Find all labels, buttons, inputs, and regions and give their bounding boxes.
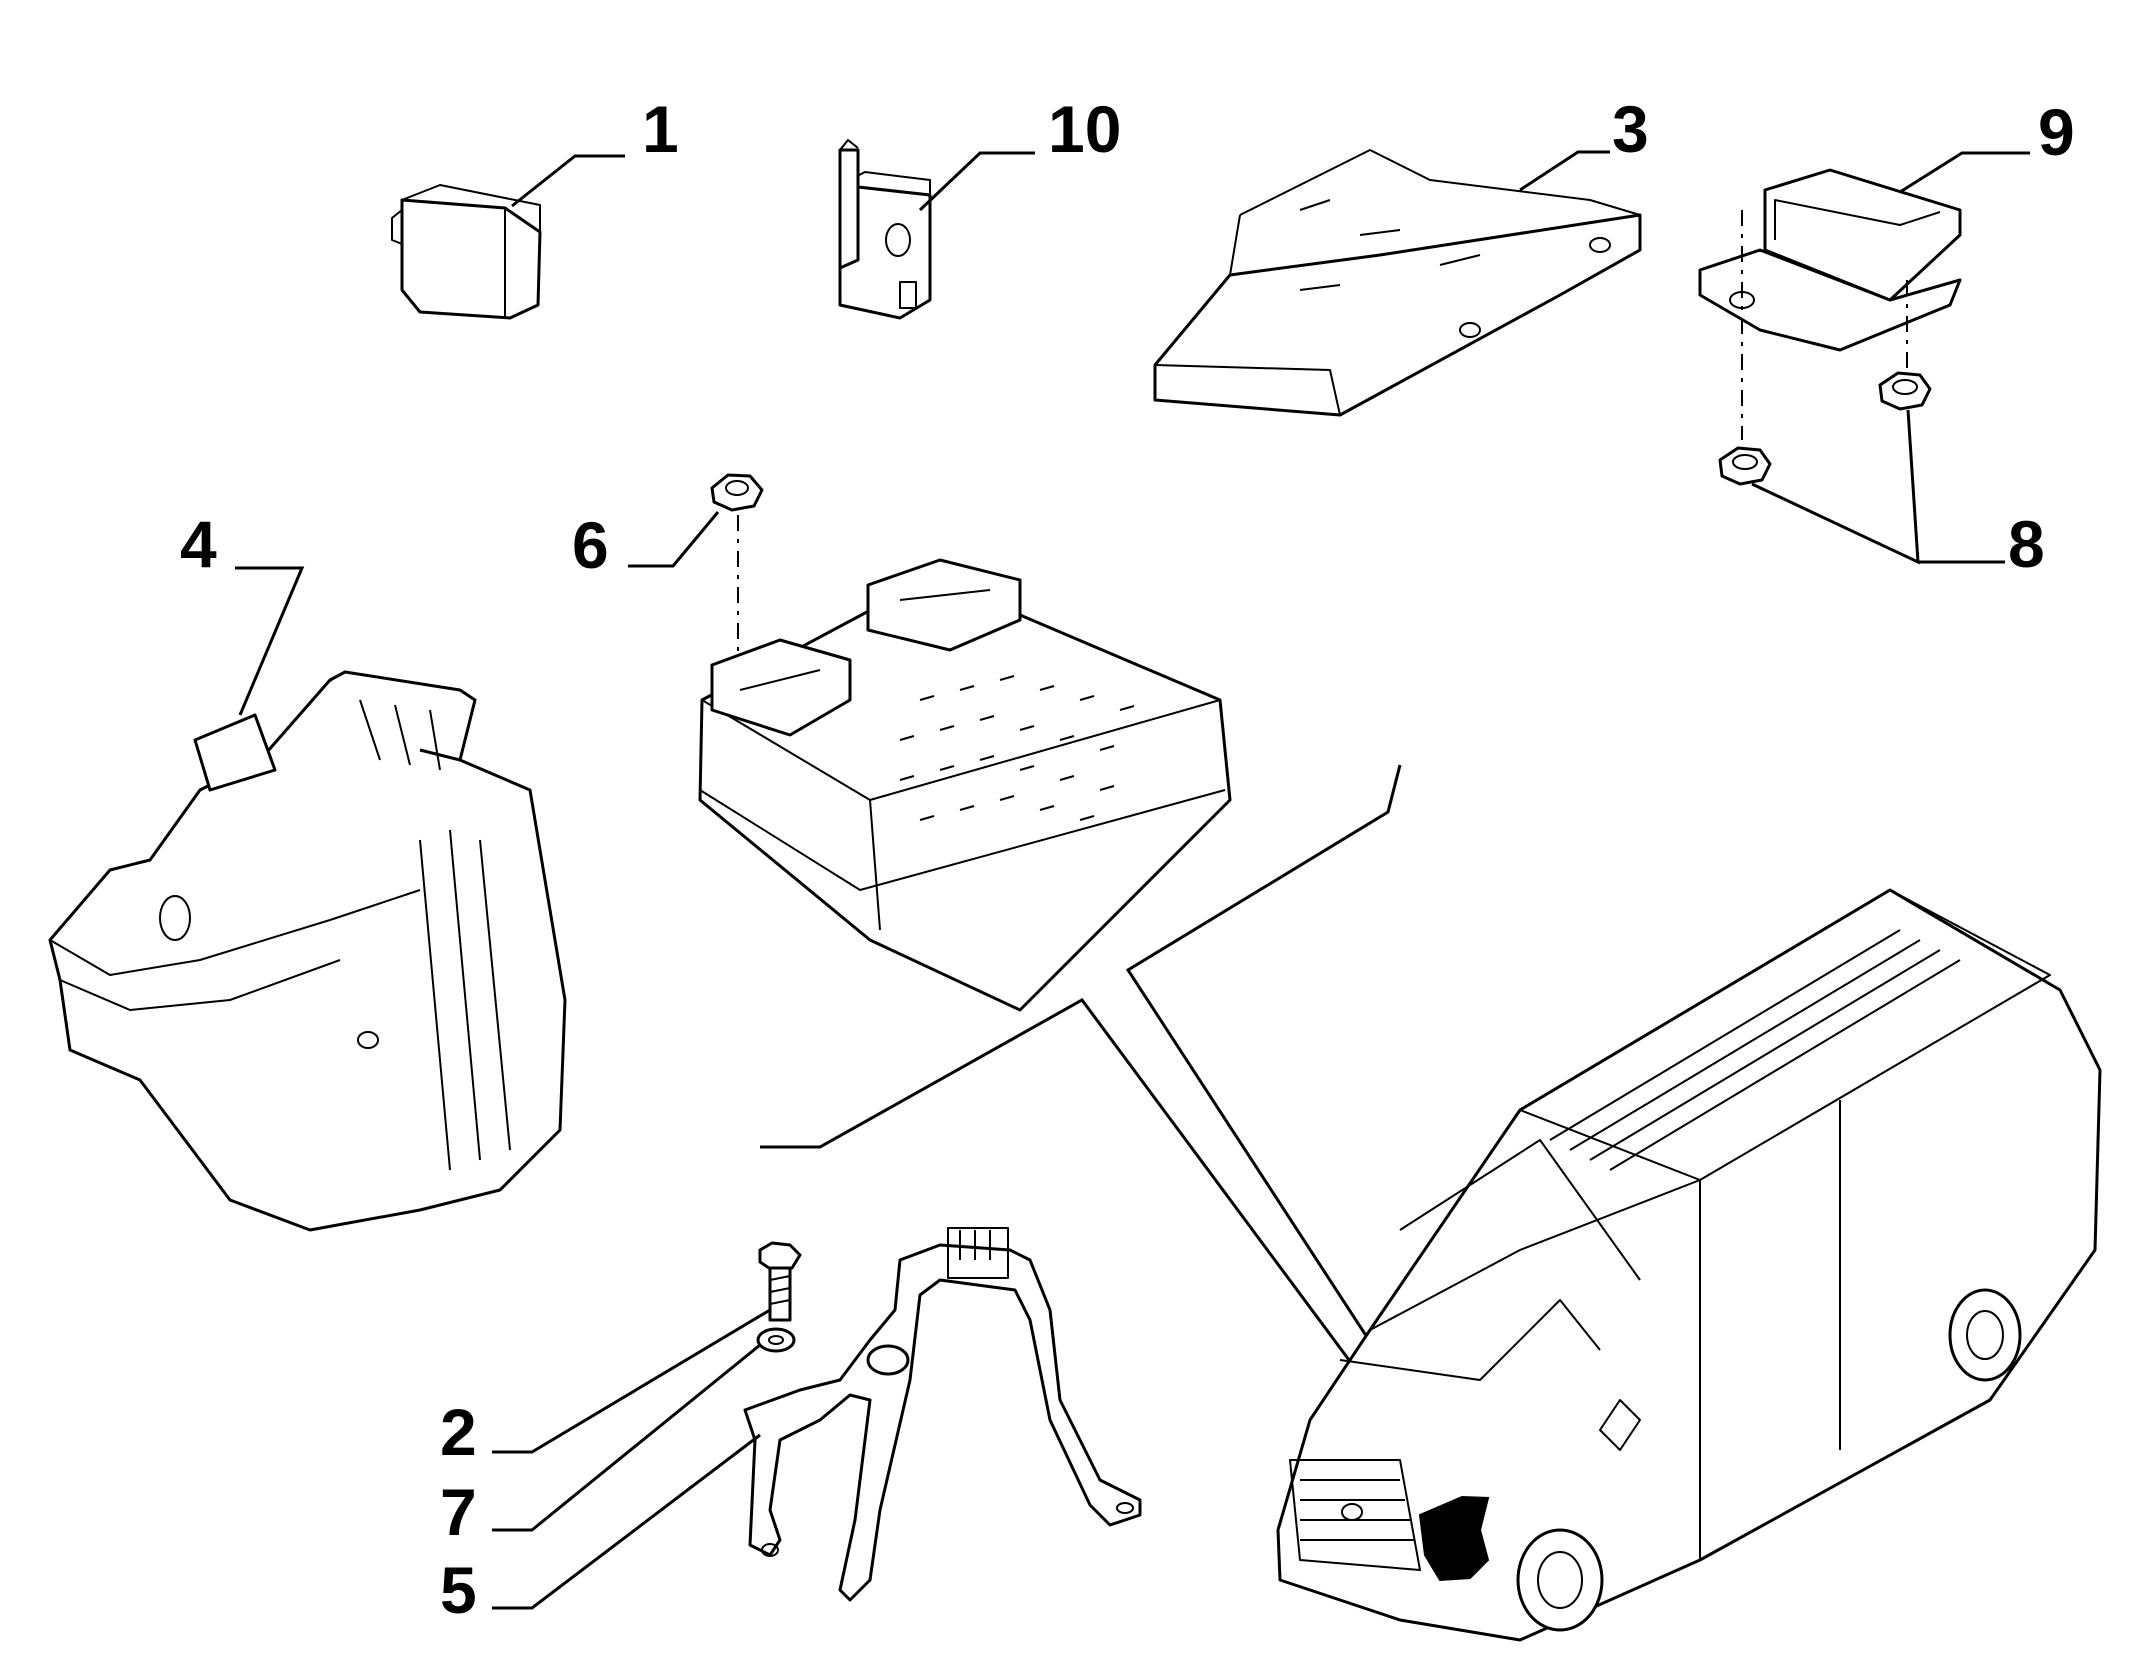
fuse-box xyxy=(698,558,1232,1012)
leader-line-10 xyxy=(918,151,1035,212)
leader-line-3 xyxy=(1519,150,1610,192)
callout-8: 8 xyxy=(2008,507,2045,581)
callout-6: 6 xyxy=(572,508,609,582)
callout-10: 10 xyxy=(1048,92,1121,166)
part-7-washer xyxy=(756,1327,796,1353)
callout-7: 7 xyxy=(440,1475,477,1549)
part-9-bracket xyxy=(1698,168,1962,352)
leader-line-8 xyxy=(1751,409,2005,565)
fuse-slots xyxy=(899,675,1135,821)
part-2-bolt xyxy=(758,1241,802,1322)
callout-4: 4 xyxy=(180,507,217,581)
callout-9: 9 xyxy=(2038,95,2075,169)
part-3-control-module xyxy=(1153,149,1642,417)
leader-line-7 xyxy=(492,1343,761,1532)
callout-1: 1 xyxy=(642,92,679,166)
location-line-b xyxy=(1125,764,1462,1481)
part-4-housing xyxy=(48,670,567,1232)
leader-line-2 xyxy=(492,1308,771,1454)
leader-line-5 xyxy=(492,1433,761,1610)
part-5-bracket xyxy=(743,1227,1142,1602)
leader-line-4 xyxy=(235,566,305,716)
leader-line-6 xyxy=(628,511,720,568)
location-line-a xyxy=(760,998,1440,1481)
leader-line-9 xyxy=(1899,151,2030,194)
callout-2: 2 xyxy=(440,1395,477,1469)
fuse-box-location-highlight xyxy=(1418,1495,1490,1582)
part-1-relay xyxy=(391,184,542,320)
part-8-nut-left xyxy=(1718,446,1772,486)
van-illustration xyxy=(1276,888,2102,1642)
callout-5: 5 xyxy=(440,1553,477,1627)
part-8-nut-right xyxy=(1878,371,1932,411)
callout-3: 3 xyxy=(1612,92,1649,166)
part-10-relay xyxy=(838,139,932,320)
leader-line-1 xyxy=(511,154,625,208)
part-6-nut xyxy=(710,473,764,512)
